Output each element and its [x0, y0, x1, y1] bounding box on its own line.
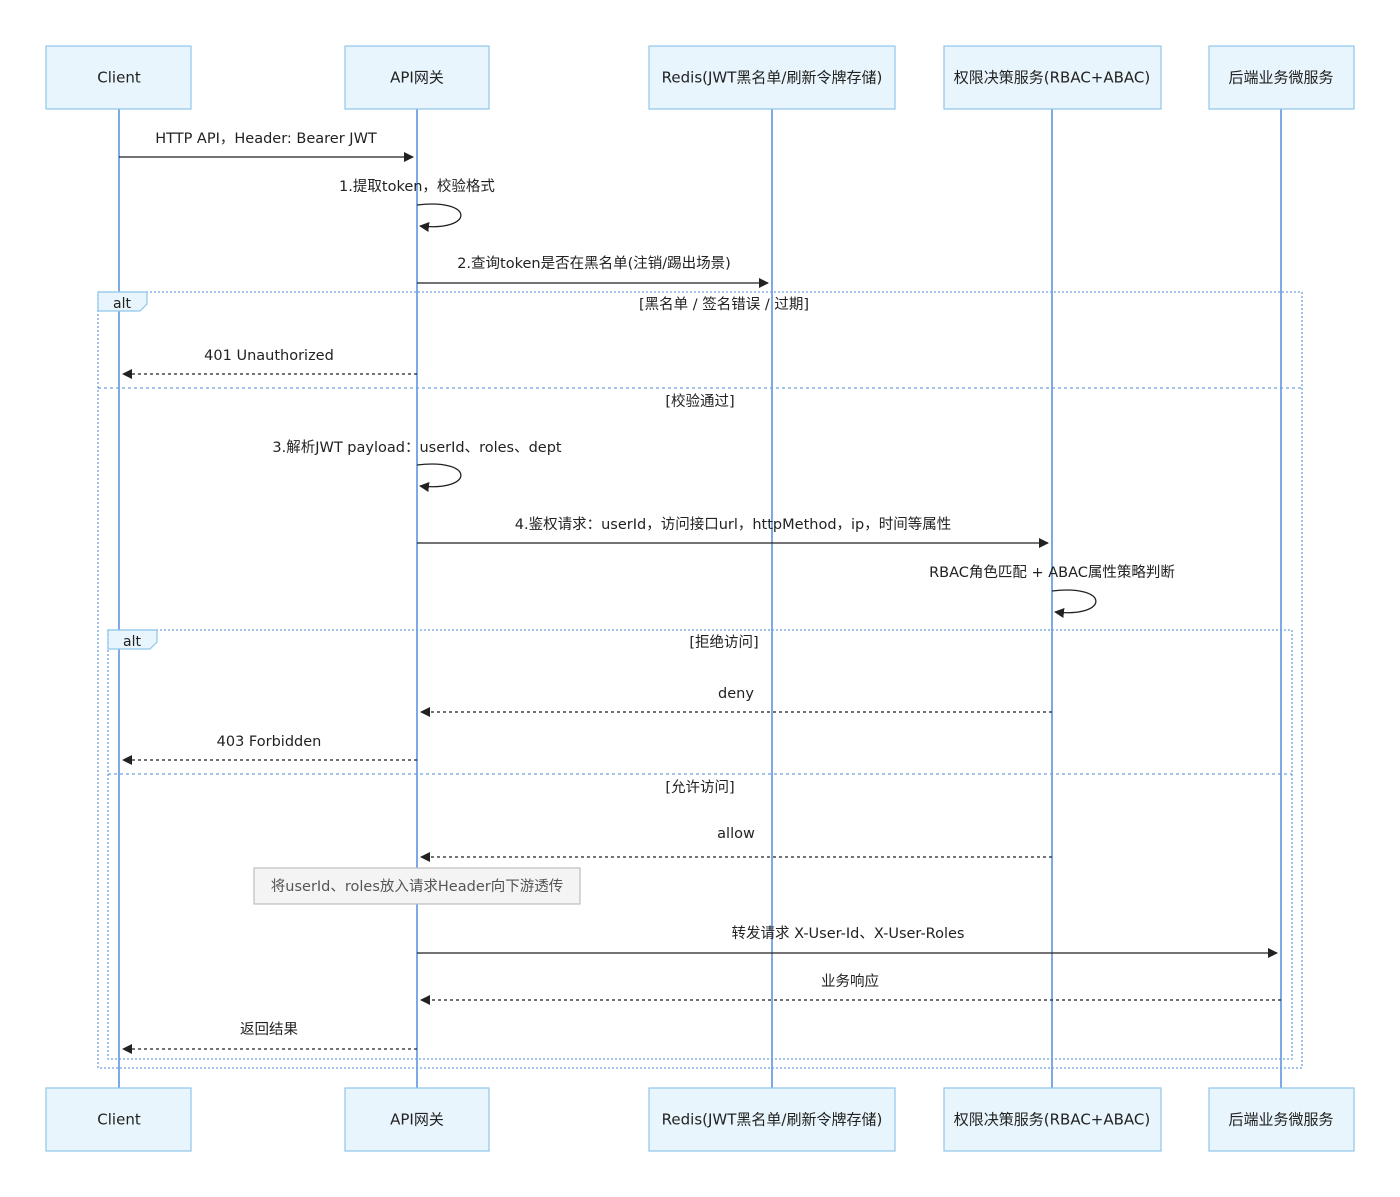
- message-label: 返回结果: [240, 1021, 298, 1038]
- message-label: RBAC角色匹配 + ABAC属性策略判断: [929, 564, 1175, 581]
- actor-authz-bottom: 权限决策服务(RBAC+ABAC): [943, 1087, 1162, 1152]
- actor-authz-top: 权限决策服务(RBAC+ABAC): [943, 45, 1162, 110]
- actor-label: API网关: [390, 69, 444, 87]
- actor-label: Redis(JWT黑名单/刷新令牌存储): [662, 69, 883, 87]
- actor-gateway-top: API网关: [344, 45, 490, 110]
- alt-label: alt: [113, 296, 131, 312]
- message-label: 业务响应: [821, 972, 879, 990]
- actor-label: 权限决策服务(RBAC+ABAC): [954, 1111, 1150, 1129]
- actor-label: 权限决策服务(RBAC+ABAC): [954, 69, 1150, 87]
- actor-backend-top: 后端业务微服务: [1208, 45, 1355, 110]
- alt-condition: [拒绝访问]: [689, 634, 758, 651]
- message-label: 401 Unauthorized: [204, 348, 334, 364]
- alt-condition: [校验通过]: [665, 393, 734, 410]
- message-label: 1.提取token，校验格式: [339, 178, 495, 195]
- actor-redis-top: Redis(JWT黑名单/刷新令牌存储): [648, 45, 896, 110]
- alt-frame-inner-tag: alt: [107, 629, 158, 650]
- message-label: 403 Forbidden: [217, 734, 322, 750]
- note-text: 将userId、roles放入请求Header向下游透传: [271, 878, 563, 895]
- actor-backend-bottom: 后端业务微服务: [1208, 1087, 1355, 1152]
- alt-frame-inner: [107, 629, 1293, 1060]
- message-label: HTTP API，Header: Bearer JWT: [155, 131, 377, 147]
- self-message-arrow: [416, 203, 462, 232]
- alt-frame-outer-tag: alt: [97, 291, 148, 312]
- alt-label: alt: [123, 634, 141, 650]
- actor-client-top: Client: [45, 45, 192, 110]
- actor-client-bottom: Client: [45, 1087, 192, 1152]
- message-label: 4.鉴权请求：userId，访问接口url，httpMethod，ip，时间等属…: [515, 515, 952, 533]
- message-label: 3.解析JWT payload：userId、roles、dept: [272, 439, 562, 456]
- actor-label: API网关: [390, 1111, 444, 1129]
- actor-label: Client: [97, 69, 141, 87]
- self-message-arrow: [1051, 589, 1097, 618]
- actor-label: 后端业务微服务: [1228, 69, 1333, 87]
- self-message-arrow: [416, 463, 462, 492]
- message-label: 转发请求 X-User-Id、X-User-Roles: [732, 925, 965, 942]
- actor-label: Redis(JWT黑名单/刷新令牌存储): [662, 1111, 883, 1129]
- actor-label: Client: [97, 1111, 141, 1129]
- alt-condition: [黑名单 / 签名错误 / 过期]: [639, 296, 809, 313]
- message-label: deny: [718, 686, 754, 702]
- alt-frame-outer: [97, 291, 1303, 1069]
- alt-condition: [允许访问]: [665, 779, 734, 796]
- actor-gateway-bottom: API网关: [344, 1087, 490, 1152]
- message-label: 2.查询token是否在黑名单(注销/踢出场景): [457, 255, 731, 272]
- actor-label: 后端业务微服务: [1228, 1111, 1333, 1129]
- actor-redis-bottom: Redis(JWT黑名单/刷新令牌存储): [648, 1087, 896, 1152]
- message-label: allow: [717, 826, 755, 842]
- note: 将userId、roles放入请求Header向下游透传: [253, 867, 581, 905]
